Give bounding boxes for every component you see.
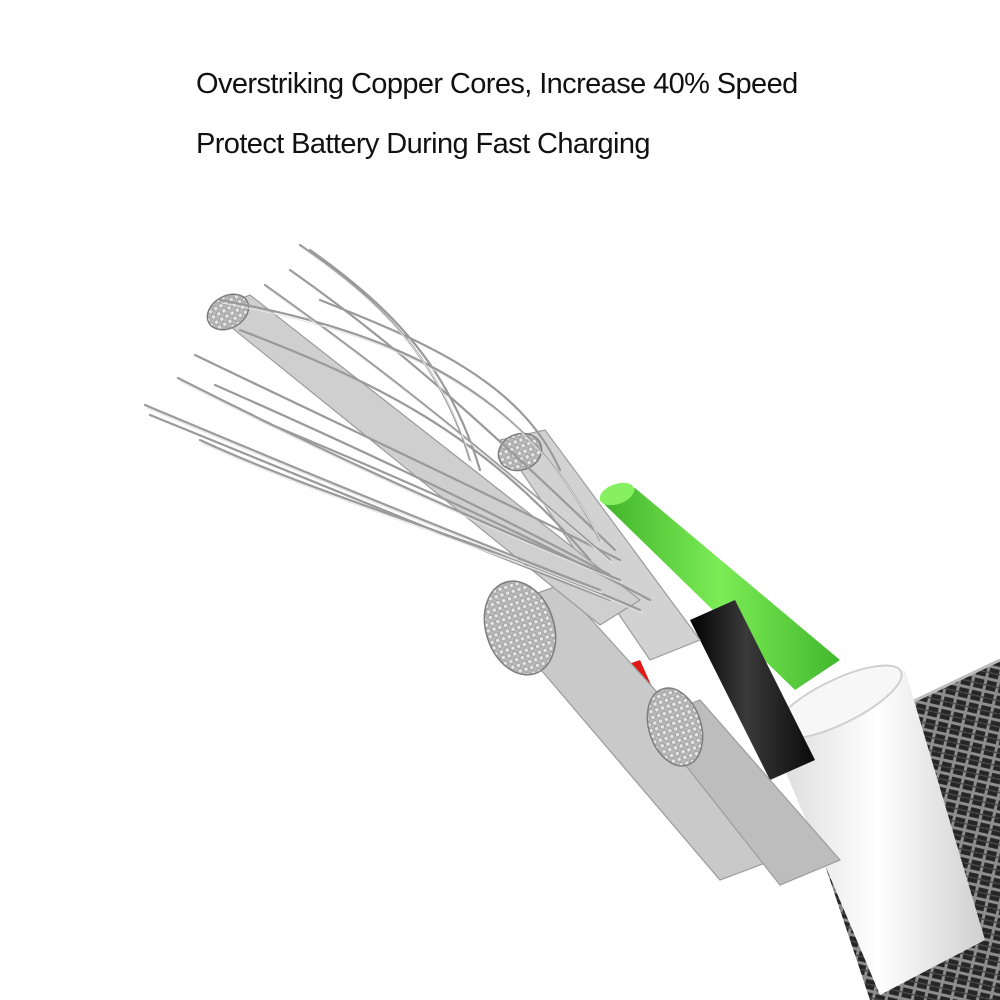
green-wire xyxy=(599,482,840,690)
headline-line-2: Protect Battery During Fast Charging xyxy=(196,128,650,160)
loose-copper-strands xyxy=(143,243,652,612)
black-wire xyxy=(690,600,815,780)
headline-line-1: Overstriking Copper Cores, Increase 40% … xyxy=(196,68,798,100)
loose-strand-highlights xyxy=(146,247,643,614)
white-insulation-collar xyxy=(770,664,985,995)
strand-end-faces xyxy=(206,293,704,767)
